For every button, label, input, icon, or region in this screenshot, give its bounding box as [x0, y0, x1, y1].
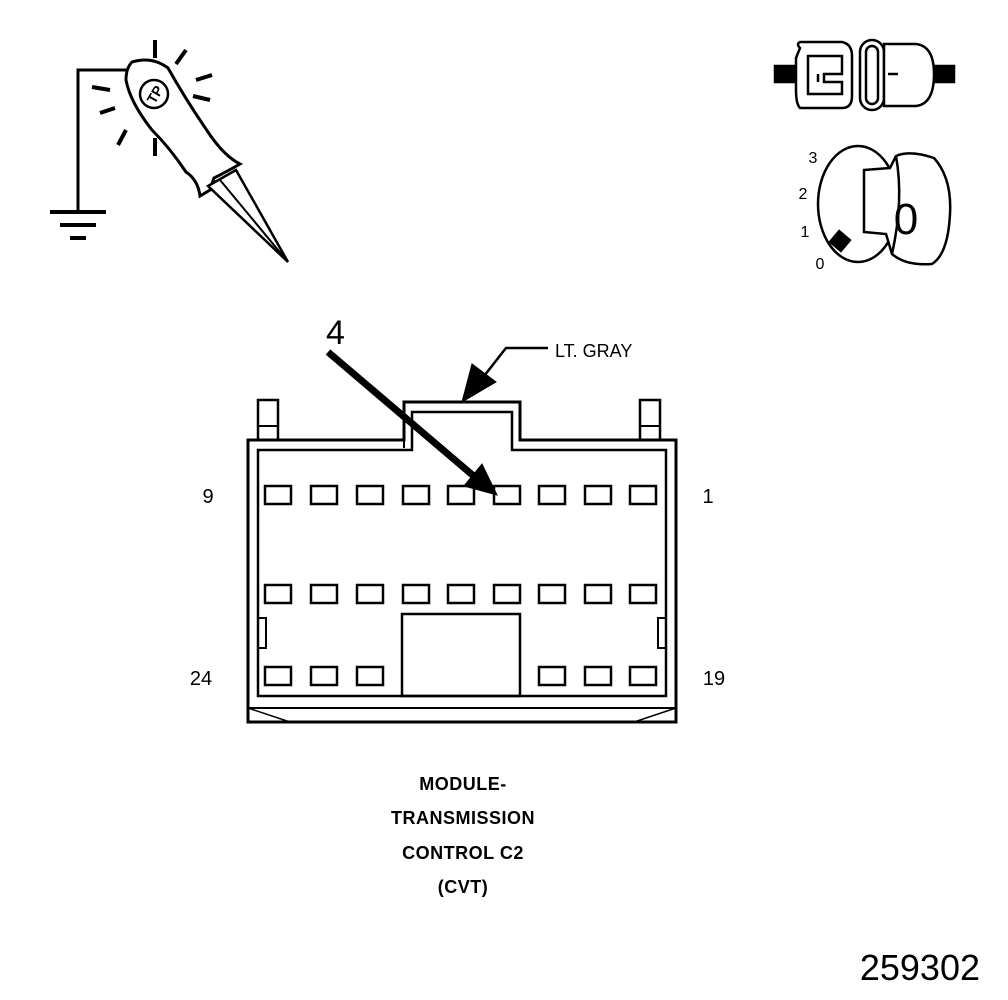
- pin-cavity: [583, 484, 613, 506]
- figure-number: 259302: [860, 947, 980, 988]
- ignition-key-label: 0: [894, 195, 918, 244]
- connector-face: [246, 398, 678, 724]
- title-line-2: TRANSMISSION: [391, 808, 535, 828]
- pin-cavity: [309, 665, 339, 687]
- pin-cavity: [355, 665, 385, 687]
- wire-color-label: LT. GRAY: [555, 341, 632, 361]
- pin-cavity: [309, 583, 339, 605]
- pin-label-1: 1: [702, 486, 713, 508]
- pin-cavity: [492, 583, 522, 605]
- pin-cavity: [583, 583, 613, 605]
- pin-cavity: [628, 665, 658, 687]
- pin-cavity: [537, 583, 567, 605]
- pin-cavity: [263, 583, 293, 605]
- title-line-1: MODULE-: [419, 774, 507, 794]
- ignition-position-2: 2: [799, 186, 808, 203]
- ignition-key-icon: [816, 144, 952, 266]
- pin-callout-arrow: [325, 349, 498, 496]
- pin-cavity: [355, 583, 385, 605]
- title-line-4: (CVT): [438, 877, 489, 897]
- disconnected-connector-icon: [773, 38, 956, 112]
- pin-label-9: 9: [202, 486, 213, 508]
- pin-cavity: [446, 583, 476, 605]
- pin-label-24: 24: [190, 668, 212, 690]
- ignition-position-0: 0: [816, 256, 825, 273]
- pin-cavity: [309, 484, 339, 506]
- probe-label: TP: [143, 83, 166, 106]
- title-line-3: CONTROL C2: [402, 843, 524, 863]
- pin-cavities: [263, 484, 658, 687]
- pin-cavity: [537, 665, 567, 687]
- ignition-position-1: 1: [801, 224, 810, 241]
- test-probe-icon: [50, 40, 290, 263]
- probe-light-rays: [91, 40, 213, 156]
- pin-cavity: [628, 484, 658, 506]
- pin-cavity: [492, 484, 522, 506]
- pin-cavity: [401, 583, 431, 605]
- pin-cavity: [537, 484, 567, 506]
- pin-cavity: [583, 665, 613, 687]
- wire-color-leader: [461, 346, 548, 404]
- pin-callout-number: 4: [326, 314, 345, 352]
- pin-cavity: [401, 484, 431, 506]
- pin-cavity: [446, 484, 476, 506]
- pin-cavity: [628, 583, 658, 605]
- ignition-position-3: 3: [809, 150, 818, 167]
- pin-cavity: [263, 665, 293, 687]
- ground-symbol-icon: [50, 210, 106, 240]
- pin-label-19: 19: [703, 668, 725, 690]
- pin-cavity: [355, 484, 385, 506]
- pin-cavity: [263, 484, 293, 506]
